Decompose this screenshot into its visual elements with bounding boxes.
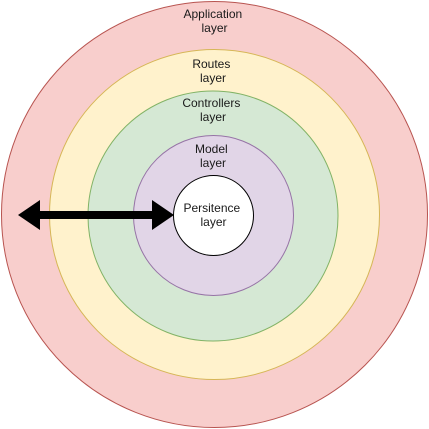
model-layer-label-line2: layer: [200, 156, 226, 170]
controllers-layer-label: Controllers layer: [182, 96, 243, 124]
persistence-layer[interactable]: Persitence layer: [173, 175, 254, 256]
application-layer-label: Application layer: [183, 7, 245, 35]
bidirectional-arrow: [18, 200, 174, 230]
controllers-layer-label-line2: layer: [200, 110, 226, 124]
persistence-layer-label: Persitence layer: [183, 201, 243, 229]
routes-layer-label-line2: layer: [200, 71, 226, 85]
controllers-layer-label-line1: Controllers: [182, 96, 240, 110]
persistence-layer-label-line1: Persitence: [183, 201, 240, 215]
arrow-head-right: [152, 200, 174, 230]
routes-layer-label: Routes layer: [192, 57, 233, 85]
model-layer-label-line1: Model: [195, 142, 228, 156]
routes-layer-label-line1: Routes: [192, 57, 230, 71]
persistence-layer-circle-outline: [173, 175, 254, 256]
model-layer-label: Model layer: [195, 142, 231, 170]
persistence-layer-label-line2: layer: [200, 215, 226, 229]
persistence-layer-circle: [173, 175, 254, 256]
application-layer-label-line1: Application: [183, 7, 242, 21]
application-layer-label-line2: layer: [201, 21, 227, 35]
arrow-head-left: [18, 200, 40, 230]
